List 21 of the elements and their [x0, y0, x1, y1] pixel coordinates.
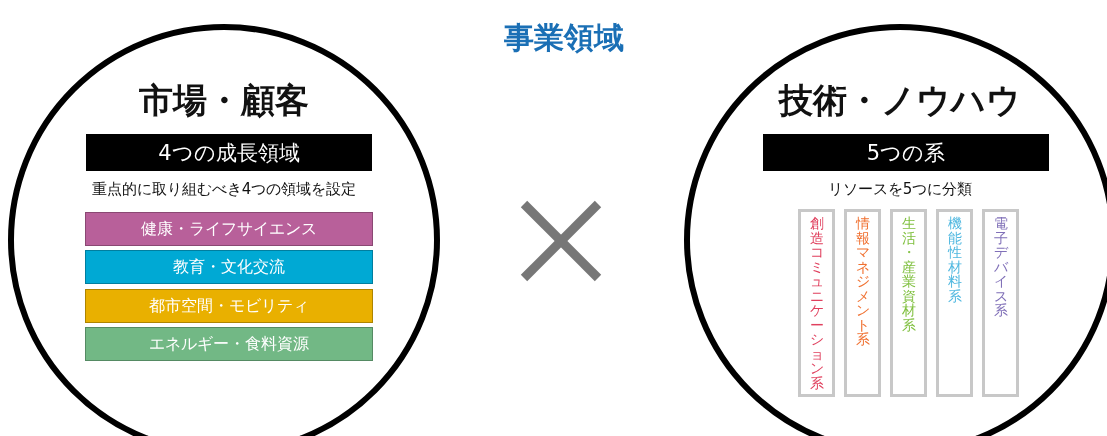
- circle-heading: 市場・顧客: [138, 79, 310, 122]
- vertical-label: 創造コミュニケーション系: [809, 216, 824, 391]
- vertical-label: 機能性材料系: [947, 216, 962, 304]
- heading-band: 5つの系: [763, 134, 1049, 171]
- heading-band: 4つの成長領域: [86, 134, 372, 171]
- domain-bar: エネルギー・食料資源: [85, 327, 373, 361]
- diagram-title: 事業領域: [503, 19, 625, 57]
- resource-box: [982, 209, 1019, 397]
- resource-box: [798, 209, 835, 397]
- domain-bar: 教育・文化交流: [85, 250, 373, 284]
- description-text: リソースを5つに分類: [826, 180, 974, 199]
- resource-box: [890, 209, 927, 397]
- description-text: 重点的に取り組むべき4つの領域を設定: [90, 180, 358, 199]
- domain-bar: 健康・ライフサイエンス: [85, 212, 373, 246]
- vertical-label: 生活・産業資材系: [901, 216, 916, 333]
- resource-box: [936, 209, 973, 397]
- domain-bar: 都市空間・モビリティ: [85, 289, 373, 323]
- vertical-label: 情報マネジメント系: [855, 216, 870, 347]
- circle-heading: 技術・ノウハウ: [777, 79, 1022, 122]
- resource-box: [844, 209, 881, 397]
- vertical-label: 電子デバイス系: [993, 216, 1008, 318]
